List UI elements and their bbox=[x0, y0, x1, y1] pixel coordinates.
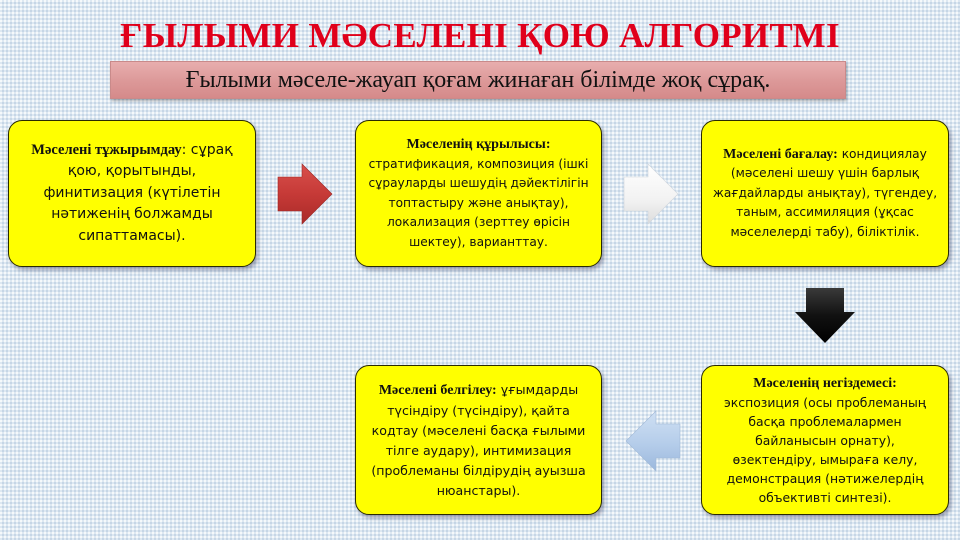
step-box-problem-formulation: Мәселені тұжырымдау: сұрақ қою, қорытынд… bbox=[8, 120, 256, 267]
step-box-problem-evaluation: Мәселені бағалау: кондициялау (мәселені … bbox=[701, 120, 949, 267]
step-text: Мәселені бағалау: кондициялау (мәселені … bbox=[712, 145, 938, 243]
step-box-problem-structure: Мәселенің құрылысы: стратификация, компо… bbox=[355, 120, 602, 267]
step-box-problem-justification: Мәселенің негіздемесі: экспозиция (осы п… bbox=[701, 365, 949, 515]
step-heading: Мәселенің құрылысы: bbox=[406, 137, 551, 152]
step-body: кондициялау (мәселені шешу үшін барлық ж… bbox=[712, 146, 938, 239]
blue-arrow-left-icon bbox=[624, 410, 682, 472]
step-heading: Мәселенің негіздемесі: bbox=[753, 376, 897, 391]
step-heading: Мәселені бағалау: bbox=[723, 146, 838, 162]
black-arrow-down-icon bbox=[793, 286, 857, 344]
step-heading-colon: : bbox=[181, 141, 187, 158]
step-text: Мәселені тұжырымдау: сұрақ қою, қорытынд… bbox=[19, 140, 245, 248]
step-body: ұғымдарды түсіндіру (түсіндіру), қайта к… bbox=[371, 381, 586, 498]
step-body: стратификация, композиция (ішкі сұраулар… bbox=[368, 156, 589, 249]
step-heading: Мәселені белгілеу: bbox=[378, 382, 497, 398]
step-body: сұрақ қою, қорытынды, финитизация (күтіл… bbox=[43, 141, 233, 244]
step-text: Мәселенің құрылысы: стратификация, компо… bbox=[366, 135, 591, 252]
red-arrow-right-icon bbox=[276, 163, 334, 225]
step-body: экспозиция (осы проблеманың басқа пробле… bbox=[724, 395, 926, 505]
white-arrow-right-icon bbox=[622, 163, 680, 225]
definition-banner: Ғылыми мәселе-жауап қоғам жинаған білімд… bbox=[110, 61, 846, 99]
step-heading: Мәселені тұжырымдау bbox=[31, 141, 182, 158]
page-title: ҒЫЛЫМИ МӘСЕЛЕНІ ҚОЮ АЛГОРИТМІ bbox=[120, 16, 840, 55]
step-text: Мәселені белгілеу: ұғымдарды түсіндіру (… bbox=[366, 380, 591, 501]
step-box-problem-designation: Мәселені белгілеу: ұғымдарды түсіндіру (… bbox=[355, 365, 602, 515]
step-text: Мәселенің негіздемесі: экспозиция (осы п… bbox=[712, 373, 938, 507]
